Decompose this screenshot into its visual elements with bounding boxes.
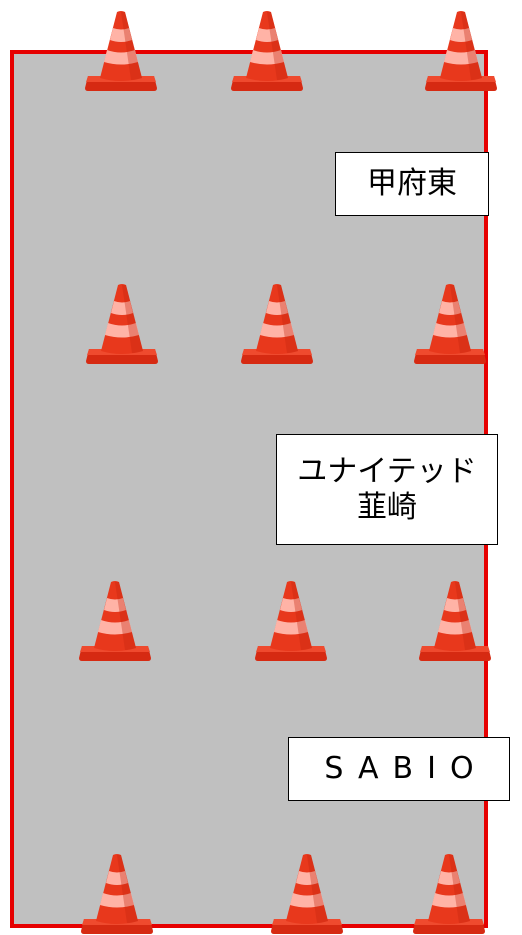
team-label-text: 甲府東 bbox=[367, 166, 457, 201]
team-label-kofu-higashi: 甲府東 bbox=[335, 152, 489, 216]
cone-icon bbox=[424, 10, 498, 92]
cone-icon bbox=[413, 283, 487, 365]
cone-icon bbox=[240, 283, 314, 365]
cone-icon bbox=[84, 10, 158, 92]
team-label-sabio: SABIO bbox=[288, 737, 510, 801]
cone-icon bbox=[412, 853, 486, 935]
cone-icon bbox=[85, 283, 159, 365]
team-label-text-line1: ユナイテッド bbox=[297, 453, 477, 489]
cone-icon bbox=[254, 580, 328, 662]
cone-icon bbox=[418, 580, 492, 662]
cone-icon bbox=[230, 10, 304, 92]
team-label-text-line2: 韮崎 bbox=[357, 489, 417, 525]
cone-icon bbox=[270, 853, 344, 935]
team-label-text: SABIO bbox=[324, 751, 488, 786]
cone-icon bbox=[78, 580, 152, 662]
cone-icon bbox=[80, 853, 154, 935]
team-label-united-nirasaki: ユナイテッド 韮崎 bbox=[276, 434, 498, 545]
